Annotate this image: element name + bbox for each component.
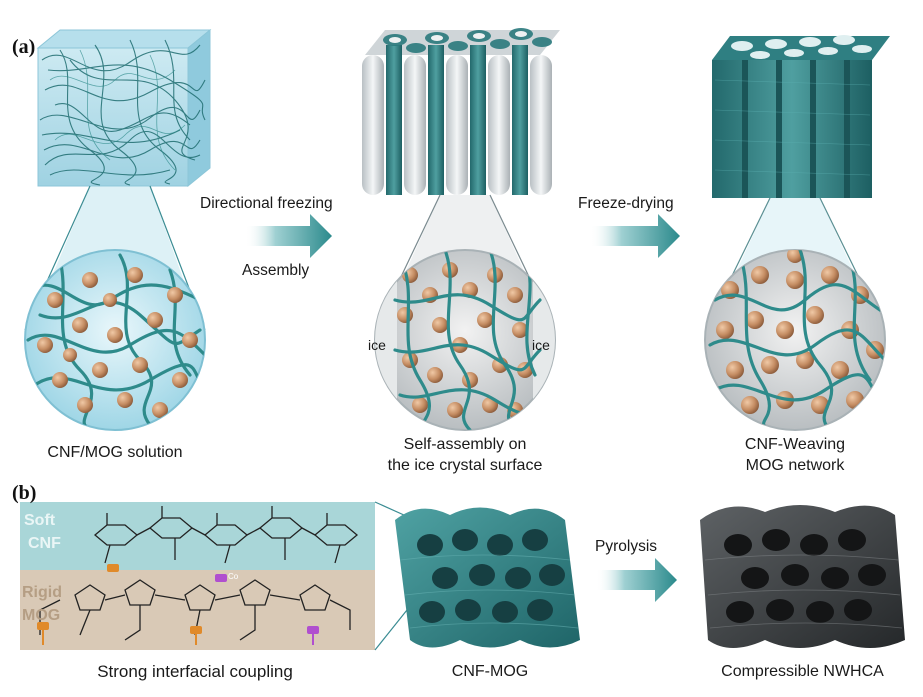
cnf-label: CNF <box>28 535 61 552</box>
soft-label: Soft <box>24 512 56 529</box>
caption-self-assembly-line1: Self-assembly on <box>403 436 527 453</box>
mog-label: MOG <box>22 607 61 624</box>
network-zoom-bubble <box>704 249 886 431</box>
arrow-freeze-drying <box>590 214 680 258</box>
molecular-schematic <box>20 502 375 650</box>
arrow-directional-freezing <box>245 214 332 258</box>
co-atom-label: Co <box>228 572 239 581</box>
self-assembly-zoom-bubble <box>374 249 556 431</box>
arrow1-bottom-label: Assembly <box>242 262 310 279</box>
carbon-aerogel <box>700 505 905 648</box>
solution-zoom-bubble <box>24 249 206 431</box>
frozen-structure <box>362 28 560 195</box>
arrow1-top-label: Directional freezing <box>200 195 333 212</box>
caption-cnf-mog: CNF-MOG <box>451 663 529 680</box>
ice-label-left: ice <box>368 337 386 353</box>
caption-interfacial-coupling: Strong interfacial coupling <box>97 662 293 681</box>
freeze-dried-network <box>712 35 890 198</box>
caption-self-assembly-line2: the ice crystal surface <box>387 457 543 474</box>
pyrolysis-label: Pyrolysis <box>595 538 658 555</box>
arrow2-top-label: Freeze-drying <box>578 195 674 212</box>
cnf-mog-honeycomb <box>395 507 580 648</box>
solution-cube <box>36 28 212 188</box>
caption-network-line2: MOG network <box>745 457 845 474</box>
panel-a-label: (a) <box>12 36 36 58</box>
caption-nwhca: Compressible NWHCA <box>721 663 884 680</box>
ice-label-right: ice <box>532 337 550 353</box>
caption-network-line1: CNF-Weaving <box>744 436 846 453</box>
panel-b-label: (b) <box>12 482 37 504</box>
rigid-label: Rigid <box>22 584 62 601</box>
caption-solution: CNF/MOG solution <box>47 444 183 461</box>
arrow-pyrolysis <box>596 558 677 602</box>
